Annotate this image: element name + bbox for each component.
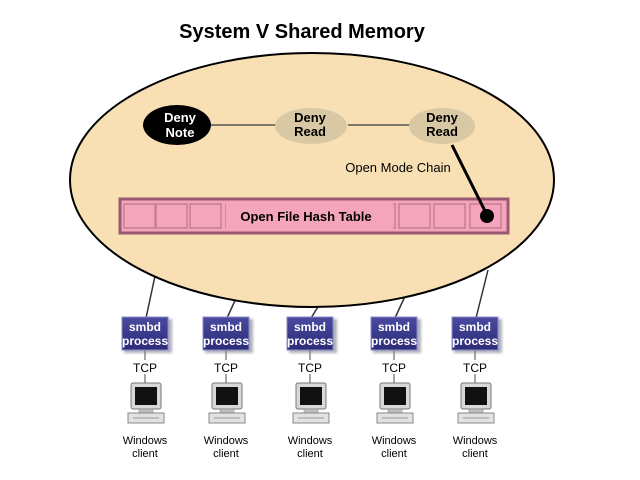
hash-bucket-dot (480, 209, 494, 223)
chain-node-deny-read-1: Deny Read (275, 108, 347, 144)
client-label-line1: Windows (204, 435, 249, 447)
client-label-line2: client (297, 448, 323, 460)
client-stacks: smbdprocessTCPWindowsclientsmbdprocessTC… (121, 316, 502, 460)
chain-node-2-line1: Deny (294, 110, 327, 125)
smbd-process-line2: process (452, 334, 498, 348)
client-label-line2: client (381, 448, 407, 460)
hash-bucket (433, 203, 466, 229)
hash-table-label: Open File Hash Table (240, 209, 371, 224)
smbd-process-line2: process (371, 334, 417, 348)
smbd-process-line2: process (203, 334, 249, 348)
tcp-label: TCP (463, 361, 487, 375)
client-label-line2: client (132, 448, 158, 460)
computer-icon (208, 382, 246, 424)
hash-bucket (398, 203, 431, 229)
computer-icon (376, 382, 414, 424)
smbd-process-line1: smbd (210, 320, 242, 334)
smbd-process-line1: smbd (294, 320, 326, 334)
smbd-process-line1: smbd (129, 320, 161, 334)
open-file-hash-table: Open File Hash Table (118, 197, 510, 235)
chain-node-3-line2: Read (426, 124, 458, 139)
computer-icon (457, 382, 495, 424)
smbd-process-line2: process (287, 334, 333, 348)
shared-memory-region (69, 52, 555, 308)
client-label-line1: Windows (123, 435, 168, 447)
hash-bucket (123, 203, 156, 229)
hash-bucket (189, 203, 222, 229)
computer-icon (292, 382, 330, 424)
tcp-label: TCP (214, 361, 238, 375)
open-mode-chain-label: Open Mode Chain (345, 160, 451, 175)
client-label-line2: client (213, 448, 239, 460)
hash-bucket-pointer (450, 144, 489, 216)
computer-icon (127, 382, 165, 424)
client-label-line1: Windows (288, 435, 333, 447)
smbd-process-line1: smbd (459, 320, 491, 334)
chain-node-2-line2: Read (294, 124, 326, 139)
chain-node-1-line1: Deny (164, 110, 197, 125)
smbd-process-line1: smbd (378, 320, 410, 334)
diagram-title: System V Shared Memory (179, 21, 426, 43)
client-label-line2: client (462, 448, 488, 460)
memory-to-process-line (475, 269, 489, 319)
chain-node-deny-read-2: Deny Read (409, 108, 475, 144)
hash-bucket (155, 203, 188, 229)
tcp-label: TCP (298, 361, 322, 375)
chain-node-deny-note: Deny Note (143, 105, 211, 145)
chain-node-3-line1: Deny (426, 110, 459, 125)
chain-node-1-line2: Note (166, 125, 195, 140)
client-label-line1: Windows (453, 435, 498, 447)
tcp-label: TCP (382, 361, 406, 375)
client-label-line1: Windows (372, 435, 417, 447)
smbd-process-line2: process (122, 334, 168, 348)
tcp-label: TCP (133, 361, 157, 375)
